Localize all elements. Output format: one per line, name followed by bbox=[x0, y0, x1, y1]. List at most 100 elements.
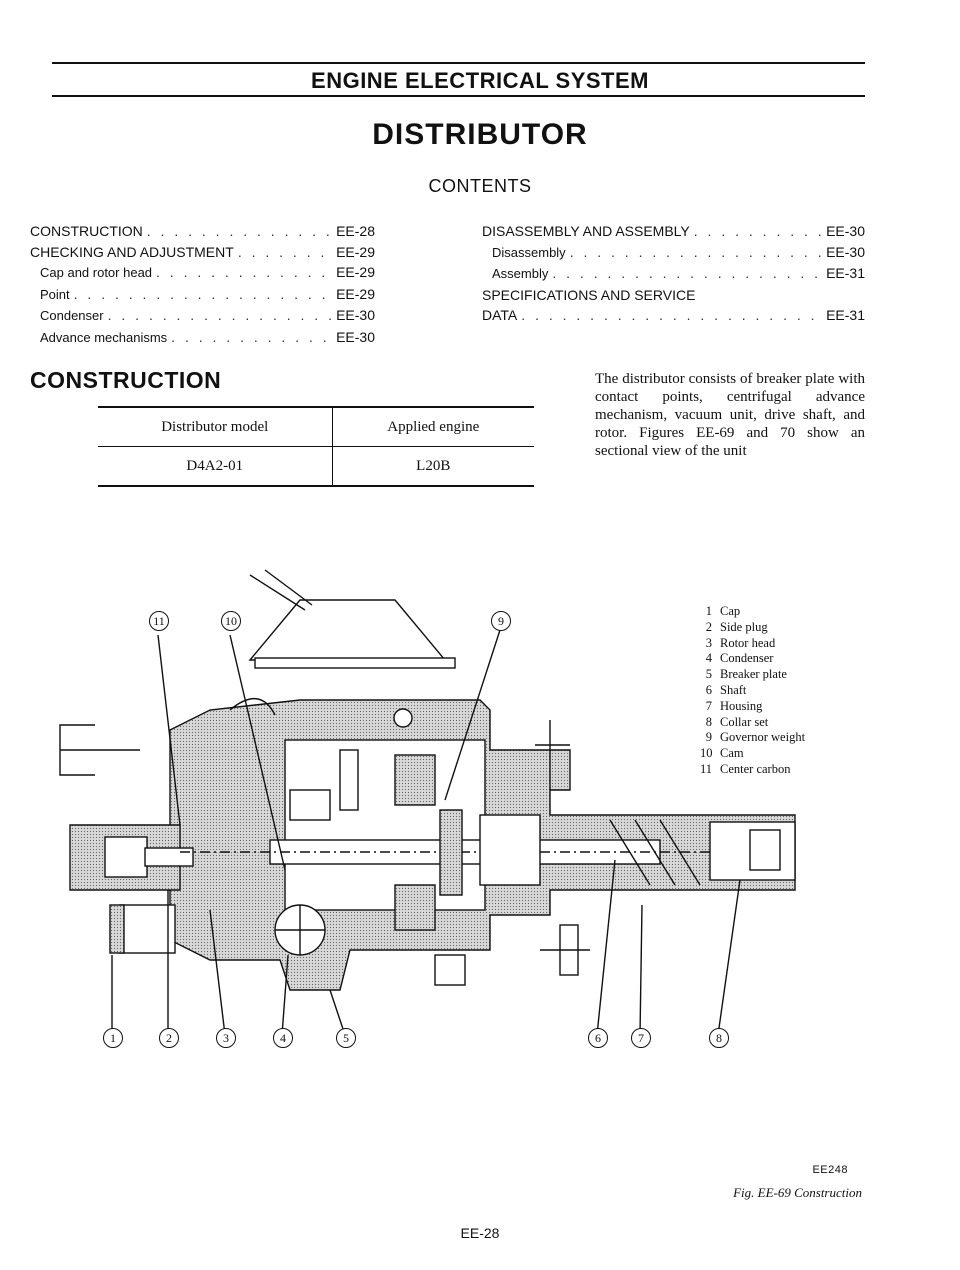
parts-legend: 1 Cap 2 Side plug 3 Rotor head 4 Condenser 5 Brea… bbox=[700, 604, 805, 778]
toc-entry: DISASSEMBLY AND ASSEMBLY. . . . . . . . … bbox=[482, 221, 865, 242]
part-name: Housing bbox=[720, 698, 763, 713]
part-number: 5 bbox=[705, 667, 712, 682]
part-number: 4 bbox=[705, 651, 712, 666]
toc-right-column: DISASSEMBLY AND ASSEMBLY. . . . . . . . … bbox=[482, 221, 865, 326]
toc-entry: CONSTRUCTION. . . . . . . . . . . . . . … bbox=[30, 221, 375, 242]
callout-1: 1 bbox=[103, 1028, 123, 1048]
toc-entry-label: SPECIFICATIONS AND SERVICE bbox=[482, 286, 696, 303]
toc-entry-page: EE-30 bbox=[336, 328, 375, 345]
part-name: Governor weight bbox=[720, 730, 806, 745]
toc-leader-dots: . . . . . . . . . . . . . . . . . . . . … bbox=[693, 223, 822, 239]
parts-legend-item: 6 Shaft bbox=[700, 683, 805, 699]
contents-heading: CONTENTS bbox=[428, 176, 532, 196]
part-number: 10 bbox=[700, 746, 713, 761]
callout-2: 2 bbox=[159, 1028, 179, 1048]
part-number: 11 bbox=[700, 761, 713, 776]
document-title: DISTRIBUTOR bbox=[372, 118, 588, 151]
parts-legend-item: 11 Center carbon bbox=[700, 762, 805, 778]
toc-entry: DATA. . . . . . . . . . . . . . . . . . … bbox=[482, 305, 865, 326]
toc-entry-label: Advance mechanisms bbox=[40, 329, 168, 345]
toc-left-column: CONSTRUCTION. . . . . . . . . . . . . . … bbox=[30, 221, 375, 348]
callout-6: 6 bbox=[588, 1028, 608, 1048]
toc-entry-page: EE-29 bbox=[336, 243, 375, 260]
part-number: 2 bbox=[705, 619, 712, 634]
toc-entry-label: Condenser bbox=[40, 308, 104, 323]
table-header-model: Distributor model bbox=[98, 406, 333, 447]
toc-entry-page: EE-31 bbox=[826, 307, 865, 323]
distributor-sectional-diagram bbox=[59, 569, 796, 1036]
callout-4: 4 bbox=[273, 1028, 293, 1048]
distributor-spec-table: Distributor model Applied engine D4A2-01… bbox=[98, 406, 534, 487]
part-number: 9 bbox=[705, 730, 712, 745]
toc-entry-label: DISASSEMBLY AND ASSEMBLY bbox=[482, 223, 690, 239]
toc-entry: Advance mechanisms. . . . . . . . . . . … bbox=[30, 327, 375, 349]
toc-entry: SPECIFICATIONS AND SERVICE bbox=[482, 285, 865, 306]
part-name: Breaker plate bbox=[720, 667, 787, 682]
toc-entry: Condenser. . . . . . . . . . . . . . . .… bbox=[30, 305, 375, 327]
toc-entry-label: Assembly bbox=[492, 266, 549, 281]
part-name: Collar set bbox=[720, 714, 769, 729]
toc-entry-page: EE-29 bbox=[336, 264, 375, 280]
toc-entry: Assembly. . . . . . . . . . . . . . . . … bbox=[482, 263, 865, 285]
toc-entry-label: DATA bbox=[482, 307, 518, 323]
parts-legend-item: 5 Breaker plate bbox=[700, 667, 805, 683]
callout-3: 3 bbox=[216, 1028, 236, 1048]
toc-leader-dots: . . . . . . . . . . . . . . . . . . . . … bbox=[569, 243, 822, 260]
toc-leader-dots: . . . . . . . . . . . . . . . . . . . . … bbox=[521, 307, 822, 323]
toc-entry-page: EE-29 bbox=[336, 285, 375, 302]
toc-entry-page: EE-30 bbox=[826, 243, 865, 260]
header-bottom-rule bbox=[52, 95, 865, 97]
part-name: Rotor head bbox=[720, 635, 776, 650]
callout-7: 7 bbox=[631, 1028, 651, 1048]
callout-10: 10 bbox=[221, 611, 241, 631]
toc-entry-page: EE-30 bbox=[826, 223, 865, 239]
part-name: Shaft bbox=[720, 682, 747, 697]
toc-entry-label: Point bbox=[40, 286, 70, 302]
parts-legend-item: 4 Condenser bbox=[700, 651, 805, 667]
part-number: 6 bbox=[705, 682, 712, 697]
toc-entry: Disassembly. . . . . . . . . . . . . . .… bbox=[482, 242, 865, 264]
toc-leader-dots: . . . . . . . . . . . . . . . . . . . . … bbox=[171, 328, 332, 345]
toc-entry-page: EE-28 bbox=[336, 223, 375, 239]
parts-legend-item: 9 Governor weight bbox=[700, 730, 805, 746]
header-title: ENGINE ELECTRICAL SYSTEM bbox=[311, 68, 649, 93]
part-number: 3 bbox=[705, 635, 712, 650]
parts-legend-item: 2 Side plug bbox=[700, 620, 805, 636]
part-name: Center carbon bbox=[720, 761, 791, 776]
callout-9: 9 bbox=[491, 611, 511, 631]
part-number: 7 bbox=[705, 698, 712, 713]
toc-leader-dots: . . . . . . . . . . . . . . . . . . . . … bbox=[552, 265, 822, 281]
toc-leader-dots: . . . . . . . . . . . . . . . . . . . . … bbox=[73, 285, 332, 302]
part-name: Condenser bbox=[720, 651, 774, 666]
header-top-rule bbox=[52, 62, 865, 64]
parts-legend-item: 1 Cap bbox=[700, 604, 805, 620]
part-name: Cap bbox=[720, 604, 741, 618]
toc-entry-label: CONSTRUCTION bbox=[30, 223, 143, 239]
parts-legend-item: 3 Rotor head bbox=[700, 636, 805, 652]
toc-entry-label: Disassembly bbox=[492, 244, 566, 260]
callout-8: 8 bbox=[709, 1028, 729, 1048]
figure-caption: Fig. EE-69 Construction bbox=[733, 1185, 862, 1200]
toc-entry: Cap and rotor head. . . . . . . . . . . … bbox=[30, 262, 375, 284]
toc-entry-page: EE-30 bbox=[336, 307, 375, 323]
toc-leader-dots: . . . . . . . . . . . . . . . . . . . . … bbox=[237, 243, 332, 260]
table-row: D4A2-01 L20B bbox=[98, 446, 534, 487]
toc-entry: Point. . . . . . . . . . . . . . . . . .… bbox=[30, 284, 375, 306]
part-number: 1 bbox=[705, 604, 712, 618]
part-name: Side plug bbox=[720, 619, 768, 634]
parts-legend-item: 7 Housing bbox=[700, 699, 805, 715]
toc-entry: CHECKING AND ADJUSTMENT. . . . . . . . .… bbox=[30, 242, 375, 263]
toc-entry-label: CHECKING AND ADJUSTMENT bbox=[30, 243, 234, 260]
page-number: EE-28 bbox=[460, 1225, 500, 1241]
toc-leader-dots: . . . . . . . . . . . . . . . . . . . . … bbox=[107, 307, 332, 323]
table-cell-engine: L20B bbox=[332, 446, 534, 487]
table-header-engine: Applied engine bbox=[332, 406, 534, 447]
toc-leader-dots: . . . . . . . . . . . . . . . . . . . . … bbox=[156, 264, 332, 280]
figure-code: EE248 bbox=[812, 1164, 848, 1176]
construction-paragraph: The distributor consists of breaker plat… bbox=[595, 371, 865, 459]
callout-5: 5 bbox=[336, 1028, 356, 1048]
section-heading-construction: CONSTRUCTION bbox=[30, 367, 222, 393]
toc-leader-dots: . . . . . . . . . . . . . . . . . . . . … bbox=[146, 223, 332, 239]
